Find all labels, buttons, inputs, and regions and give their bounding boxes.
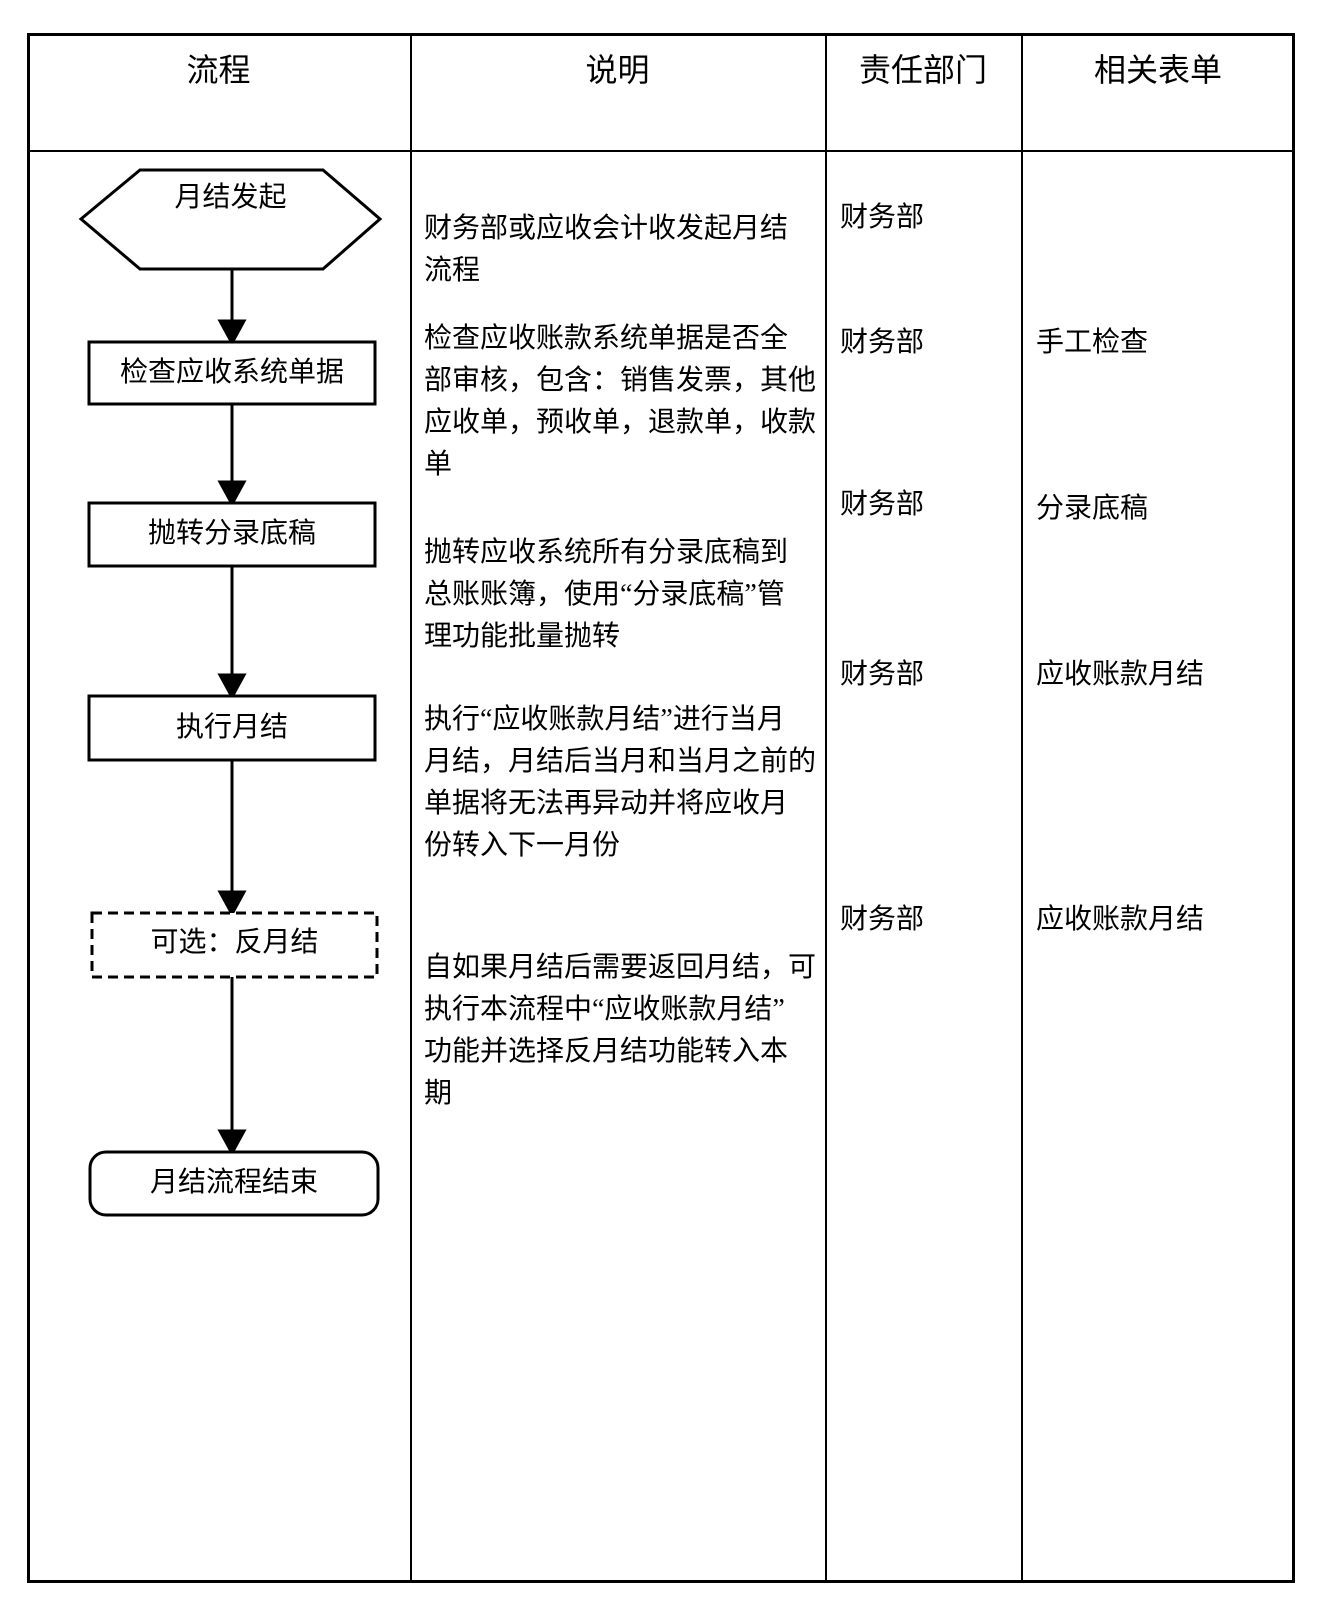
- flow-arrow-1: [217, 270, 247, 347]
- node-shape-execute-closing: [87, 694, 377, 762]
- node-label-start: 月结发起: [174, 182, 287, 213]
- department-row-4: 财务部: [840, 659, 925, 690]
- department-row-5: 财务部: [840, 904, 925, 935]
- flow-arrow-3: [217, 566, 247, 701]
- form-row-4: 应收账款月结: [1036, 659, 1205, 690]
- node-shape-start-hexagon: [78, 168, 383, 271]
- node-shape-check-documents: [87, 340, 377, 406]
- description-row-5: 自如果月结后需要返回月结，可 执行本流程中“应收账款月结” 功能并选择反月结功能…: [424, 952, 817, 1109]
- flow-arrow-5: [217, 977, 247, 1157]
- node-shape-optional-reverse-closing: [90, 911, 379, 979]
- department-row-1: 财务部: [840, 202, 925, 233]
- node-label-post-journal: 抛转分录底稿: [147, 518, 316, 549]
- form-row-2: 手工检查: [1036, 327, 1149, 358]
- form-row-5: 应收账款月结: [1036, 904, 1205, 935]
- header-row-divider: [27, 150, 1295, 152]
- department-row-3: 财务部: [840, 489, 925, 520]
- form-row-3: 分录底稿: [1036, 493, 1149, 524]
- node-label-check-documents: 检查应收系统单据: [119, 357, 344, 388]
- node-label-execute-closing: 执行月结: [175, 712, 288, 743]
- header-col-process: 流程: [186, 52, 251, 88]
- column-divider-description-department: [825, 33, 827, 1583]
- node-shape-post-journal: [87, 501, 377, 568]
- flow-arrow-4: [217, 760, 247, 918]
- node-label-end: 月结流程结束: [149, 1167, 318, 1198]
- header-col-forms: 相关表单: [1093, 52, 1222, 88]
- description-row-2: 检查应收账款系统单据是否全 部审核，包含：销售发票，其他 应收单，预收单，退款单…: [424, 323, 817, 480]
- column-divider-process-description: [410, 33, 412, 1583]
- description-row-4: 执行“应收账款月结”进行当月 月结，月结后当月和当月之前的 单据将无法再异动并将…: [424, 704, 817, 861]
- description-row-3: 抛转应收系统所有分录底稿到 总账账簿，使用“分录底稿”管 理功能批量抛转: [424, 537, 789, 652]
- header-col-department: 责任部门: [858, 52, 987, 88]
- table-outer-border: [27, 33, 1295, 1583]
- flow-arrow-2: [217, 404, 247, 508]
- department-row-2: 财务部: [840, 327, 925, 358]
- column-divider-department-forms: [1021, 33, 1023, 1583]
- description-row-1: 财务部或应收会计收发起月结 流程: [424, 213, 789, 286]
- node-label-optional-reverse: 可选：反月结: [150, 927, 319, 958]
- node-shape-end-rounded: [88, 1150, 380, 1217]
- header-col-description: 说明: [585, 52, 650, 88]
